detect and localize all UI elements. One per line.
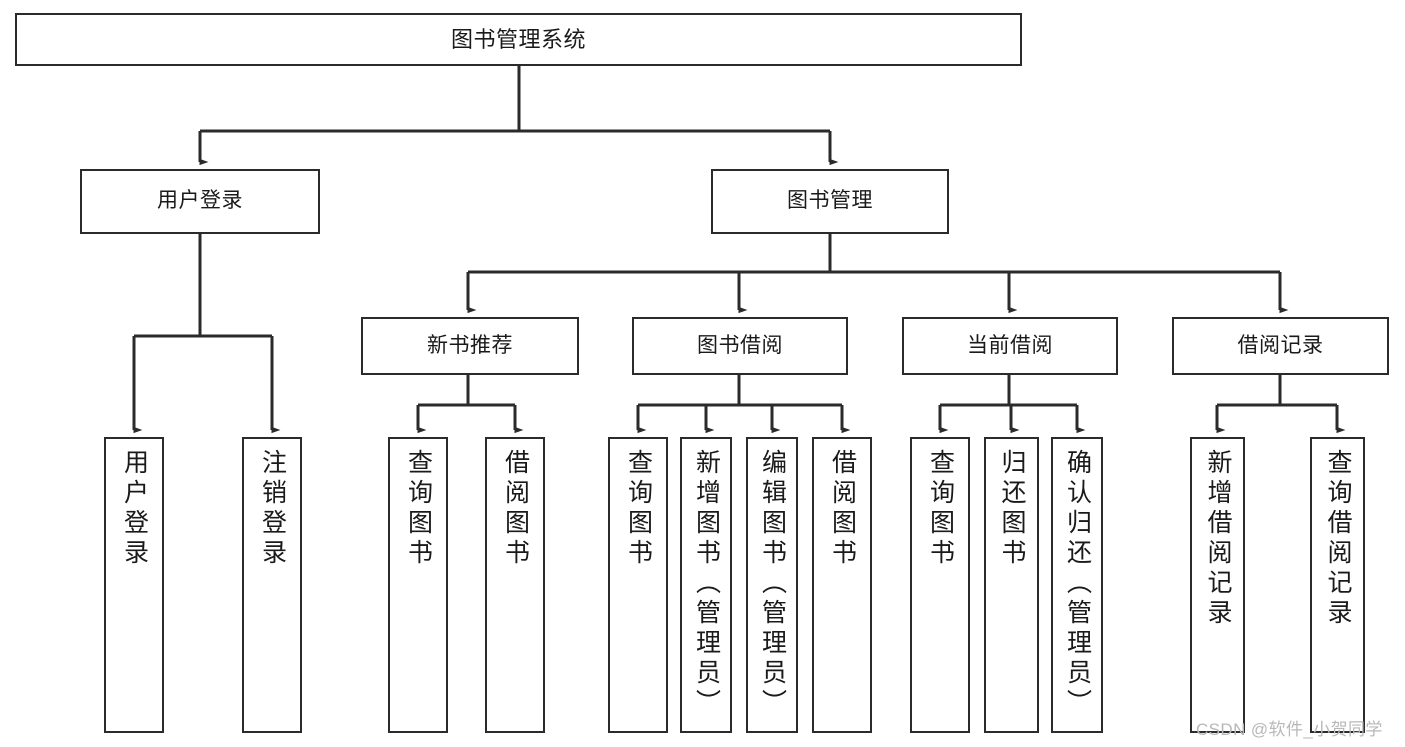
node-leaf-logout-label: 注销登录 <box>258 449 287 569</box>
node-leaf-add-record-label: 新增借阅记录 <box>1204 449 1232 629</box>
node-user-login-label: 用户登录 <box>157 189 243 213</box>
node-current-borrow[interactable]: 当前借阅 <box>902 317 1118 375</box>
node-book-manage-label: 图书管理 <box>787 189 873 213</box>
node-leaf-return-book-label: 归还图书 <box>998 449 1026 569</box>
node-leaf-query-book-borrow-label: 查询图书 <box>624 449 653 569</box>
node-book-manage[interactable]: 图书管理 <box>711 169 949 234</box>
node-leaf-return-book[interactable]: 归还图书 <box>984 437 1039 733</box>
node-leaf-query-book-cur-label: 查询图书 <box>926 449 955 569</box>
node-leaf-query-record-label: 查询借阅记录 <box>1324 449 1352 629</box>
node-leaf-borrow-book-label: 借阅图书 <box>828 449 857 569</box>
node-leaf-borrow-book[interactable]: 借阅图书 <box>812 437 872 733</box>
node-current-borrow-label: 当前借阅 <box>967 333 1053 357</box>
node-leaf-query-book-rec[interactable]: 查询图书 <box>388 437 448 733</box>
node-leaf-confirm-return[interactable]: 确认归还（管理员） <box>1051 437 1103 733</box>
node-leaf-query-record[interactable]: 查询借阅记录 <box>1310 437 1365 733</box>
node-leaf-query-book-borrow[interactable]: 查询图书 <box>608 437 668 733</box>
node-leaf-add-book[interactable]: 新增图书（管理员） <box>680 437 732 733</box>
node-leaf-user-login[interactable]: 用户登录 <box>104 437 164 733</box>
node-leaf-add-record[interactable]: 新增借阅记录 <box>1190 437 1245 733</box>
node-leaf-add-book-label: 新增图书（管理员） <box>692 449 721 719</box>
node-leaf-query-book-rec-label: 查询图书 <box>404 449 433 569</box>
node-borrow-record[interactable]: 借阅记录 <box>1172 317 1389 375</box>
node-root-label: 图书管理系统 <box>450 26 586 52</box>
node-leaf-confirm-return-label: 确认归还（管理员） <box>1063 449 1092 719</box>
node-book-borrow-label: 图书借阅 <box>697 333 783 357</box>
node-leaf-borrow-book-rec-label: 借阅图书 <box>501 449 530 569</box>
node-root[interactable]: 图书管理系统 <box>15 13 1022 66</box>
node-leaf-user-login-label: 用户登录 <box>120 449 149 569</box>
node-new-book-rec[interactable]: 新书推荐 <box>361 317 579 375</box>
node-new-book-rec-label: 新书推荐 <box>427 333 513 357</box>
watermark-text: CSDN @软件_小贺同学 <box>1196 720 1383 739</box>
node-borrow-record-label: 借阅记录 <box>1237 333 1324 357</box>
node-leaf-edit-book-label: 编辑图书（管理员） <box>758 449 787 719</box>
node-leaf-edit-book[interactable]: 编辑图书（管理员） <box>746 437 798 733</box>
node-book-borrow[interactable]: 图书借阅 <box>632 317 848 375</box>
node-leaf-logout[interactable]: 注销登录 <box>242 437 302 733</box>
node-user-login[interactable]: 用户登录 <box>80 169 320 234</box>
node-leaf-query-book-cur[interactable]: 查询图书 <box>910 437 970 733</box>
node-leaf-borrow-book-rec[interactable]: 借阅图书 <box>485 437 545 733</box>
